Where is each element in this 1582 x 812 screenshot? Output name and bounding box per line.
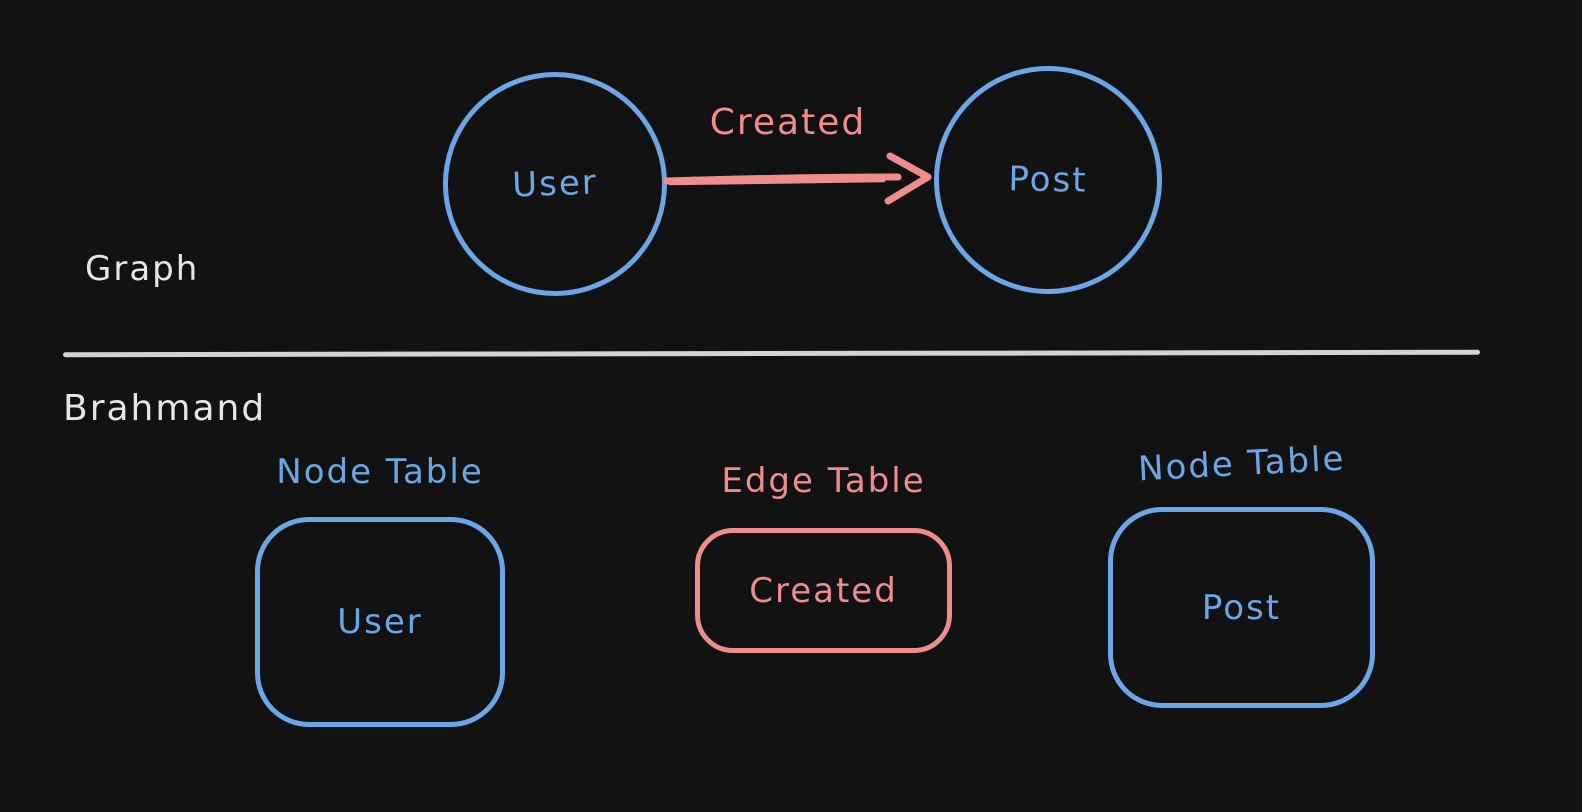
edge-table-created-title: Edge Table [721, 461, 926, 501]
edge-table-created-box: Created [695, 528, 952, 653]
edge-table-created-value: Created [749, 570, 898, 611]
graph-post-node-circle: Post [932, 64, 1164, 296]
edge-table-created-group: Edge Table Created [695, 459, 952, 653]
node-table-post-value: Post [1201, 587, 1282, 628]
node-table-user-value: User [337, 602, 423, 642]
node-table-post-group: Node Table Post [1108, 439, 1375, 708]
section-divider-line [62, 349, 1481, 358]
node-table-user-group: Node Table User [255, 450, 505, 727]
graph-section-label: Graph [85, 249, 200, 289]
node-table-user-title: Node Table [276, 452, 484, 492]
node-table-post-box: Post [1108, 507, 1375, 708]
graph-user-node-label: User [511, 162, 599, 206]
node-table-user-box: User [255, 517, 505, 727]
graph-post-node-label: Post [1008, 159, 1088, 201]
graph-edge-label: Created [709, 102, 867, 143]
graph-user-node-circle: User [439, 68, 671, 300]
created-edge-arrow [664, 152, 932, 205]
brahmand-section-label: Brahmand [63, 388, 267, 429]
node-table-post-title: Node Table [1136, 438, 1347, 490]
